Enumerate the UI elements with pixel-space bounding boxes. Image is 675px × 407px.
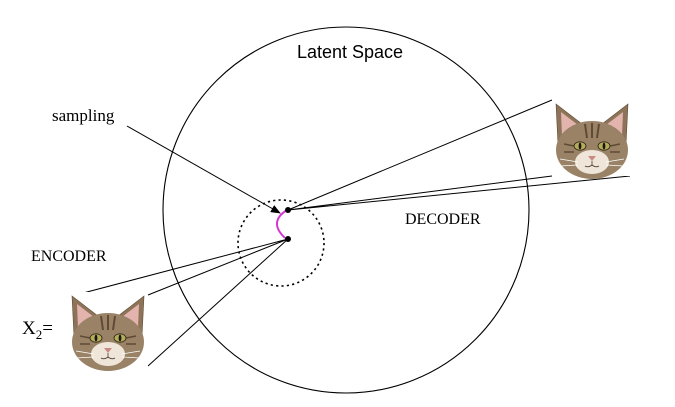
- sample-arc: [276, 209, 288, 239]
- sampling-label: sampling: [52, 106, 115, 125]
- encoder-lines: [67, 238, 289, 367]
- latent-space-circle: [162, 26, 530, 394]
- output-cat-image: [551, 99, 633, 180]
- input-var-label: X2=: [22, 318, 53, 342]
- input-cat-image: [67, 291, 149, 372]
- sampled-point: [285, 207, 291, 213]
- decoder-lines: [287, 99, 631, 211]
- decoder-label: DECODER: [405, 211, 481, 228]
- encoder-label: ENCODER: [31, 248, 107, 265]
- sampling-region-circle: [237, 199, 325, 287]
- latent-space-label: Latent Space: [297, 42, 403, 62]
- latent-mean-point: [285, 236, 291, 242]
- sampling-arrow: [126, 125, 281, 214]
